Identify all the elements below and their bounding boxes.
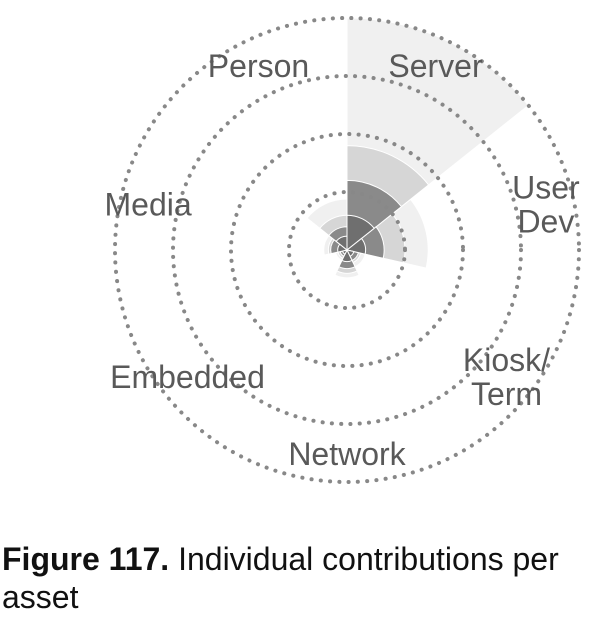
radial-gridline-4 (113, 16, 581, 484)
radial-gridline-3 (171, 74, 523, 426)
category-label-line: Kiosk/ (463, 342, 550, 378)
radial-gridline-2 (229, 132, 465, 368)
category-label-line: Network (288, 436, 406, 472)
figure-caption: Figure 117. Individual contributions per… (2, 540, 602, 616)
figure-number: Figure 117. (2, 541, 170, 577)
category-label-line: Person (208, 48, 309, 84)
radial-gridline-1 (287, 190, 407, 310)
wedge-darker-0 (346, 214, 375, 252)
category-label-line: Term (471, 376, 542, 412)
category-label-2: Kiosk/Term (463, 342, 550, 412)
category-label-line: Embedded (110, 359, 265, 395)
category-label-5: Media (105, 187, 192, 223)
chart-wedges (306, 17, 530, 279)
wedge-darker-6 (335, 235, 348, 252)
wedge-darker-1 (345, 237, 367, 255)
category-label-line: Media (105, 187, 192, 223)
category-label-line: Dev (517, 204, 574, 240)
category-label-line: User (512, 170, 580, 206)
category-label-0: Server (388, 48, 483, 84)
wedge-darker-3 (341, 248, 353, 263)
category-label-3: Network (288, 436, 406, 472)
figure-caption-text: Individual contributions per asset (2, 541, 559, 615)
category-label-4: Embedded (110, 359, 265, 395)
category-label-6: Person (208, 48, 309, 84)
chart-radial-grid (113, 16, 581, 484)
category-label-line: Server (388, 48, 483, 84)
